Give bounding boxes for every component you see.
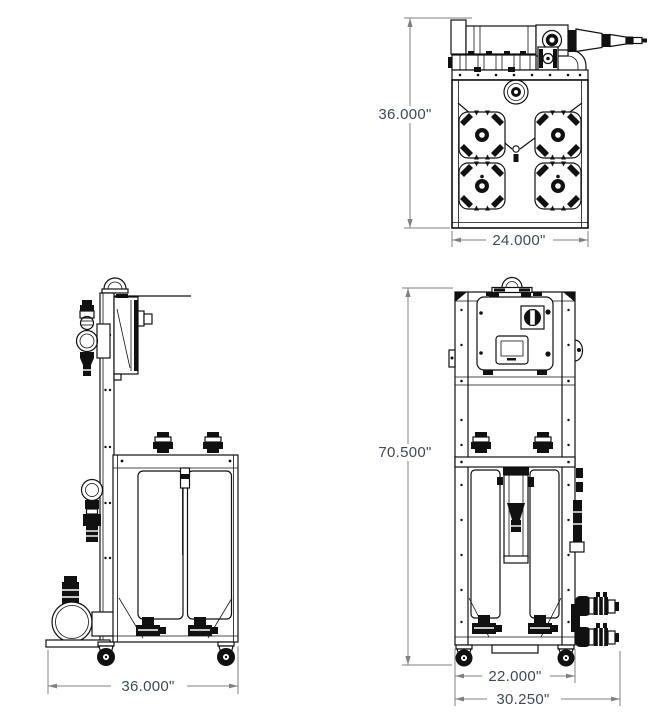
panel-knobs	[475, 128, 565, 193]
front-base	[455, 636, 575, 654]
pinch-valves-front	[472, 615, 558, 634]
dim-label-front-inner-width: 22.000"	[488, 668, 541, 685]
top-view-inlet-ring	[503, 79, 529, 105]
center-dispense-assembly	[497, 467, 534, 564]
rotary-disconnect-icon	[520, 305, 545, 330]
top-view-body	[451, 79, 589, 229]
caster-side-right	[217, 641, 235, 666]
right-edge-latch	[569, 339, 585, 553]
valve-actuators-front	[471, 432, 553, 453]
blower-tank	[45, 576, 115, 648]
side-view: 36.000"	[45, 277, 239, 695]
caster-side-left	[97, 641, 115, 666]
discharge-hoses	[571, 592, 619, 647]
dimension-top-height: 36.000"	[367, 17, 472, 229]
top-view-inlet-tube	[448, 51, 537, 71]
valve-shelf	[454, 456, 576, 468]
dim-label-front-height: 70.500"	[378, 444, 431, 461]
hose-coupling-side	[80, 478, 104, 542]
beacon-dome-front	[491, 276, 533, 294]
dim-label-front-outer-width: 30.250"	[496, 691, 549, 708]
top-view-pulse-valve	[537, 46, 559, 71]
beacon-dome	[101, 277, 129, 294]
dimension-front-outer-width: 30.250"	[455, 651, 621, 708]
caster-front-left	[455, 644, 473, 667]
dimension-front-inner-width: 22.000"	[454, 649, 576, 706]
front-view: 70.500" 22.000" 30.250"	[365, 276, 621, 708]
dim-label-top-width: 24.000"	[492, 232, 545, 249]
pinch-valves-side	[136, 617, 218, 636]
dimension-front-height: 70.500"	[365, 287, 453, 666]
dimension-side-width: 36.000"	[47, 646, 239, 695]
dimension-top-width: 24.000"	[451, 231, 589, 249]
dim-label-side-width: 36.000"	[121, 678, 174, 695]
top-view-nozzle	[568, 28, 647, 53]
air-filter-regulator	[75, 300, 111, 376]
valve-actuators-side	[153, 432, 223, 453]
side-view-tank	[112, 454, 239, 643]
dim-label-top-height: 36.000"	[378, 106, 431, 123]
top-view-elbow	[558, 49, 587, 70]
top-view: 36.000" 24.000"	[367, 17, 647, 249]
hmi-screen	[495, 335, 529, 365]
caster-front-right	[557, 644, 575, 667]
control-panel	[476, 293, 554, 375]
left-edge-bracket	[448, 349, 456, 368]
control-box-side	[113, 294, 153, 381]
